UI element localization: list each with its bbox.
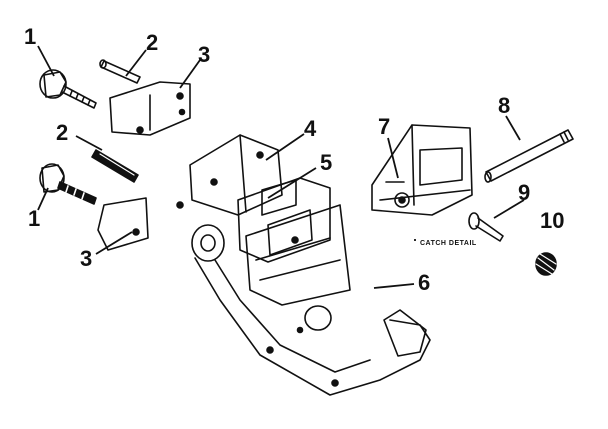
- catch-detail-caption: CATCH DETAIL: [414, 239, 477, 247]
- part-7-catch-plate: [371, 124, 473, 216]
- part-1-lower-knob: [39, 163, 97, 205]
- callout-3-lower: 3: [80, 246, 92, 271]
- callout-5: 5: [320, 150, 332, 175]
- callout-6: 6: [418, 270, 430, 295]
- callout-9: 9: [518, 180, 530, 205]
- callout-1-lower: 1: [28, 206, 40, 231]
- callout-8: 8: [498, 93, 510, 118]
- part-1-upper-knob: [39, 69, 97, 109]
- callout-7: 7: [378, 114, 390, 139]
- callout-labels: 1 2 3 2 1 3 4 5 7 8 9 10 6: [24, 24, 564, 295]
- part-10-spring: [535, 252, 557, 276]
- callout-2-lower: 2: [56, 120, 68, 145]
- part-3-upper-bracket: [109, 81, 191, 136]
- callout-3-upper: 3: [198, 42, 210, 67]
- part-8-rod: [484, 129, 574, 183]
- part-3-lower-bracket: [97, 197, 184, 251]
- callout-10: 10: [540, 208, 564, 233]
- caption-text: CATCH DETAIL: [420, 240, 477, 247]
- part-4-5-6-main-housing: [189, 134, 431, 396]
- callout-2-upper: 2: [146, 30, 158, 55]
- part-9-screw: [468, 212, 504, 242]
- callout-1-upper: 1: [24, 24, 36, 49]
- leader-lines: [37, 45, 525, 289]
- part-2-upper-pin: [99, 59, 141, 84]
- part-2-lower-pin: [91, 149, 139, 183]
- callout-4: 4: [304, 116, 317, 141]
